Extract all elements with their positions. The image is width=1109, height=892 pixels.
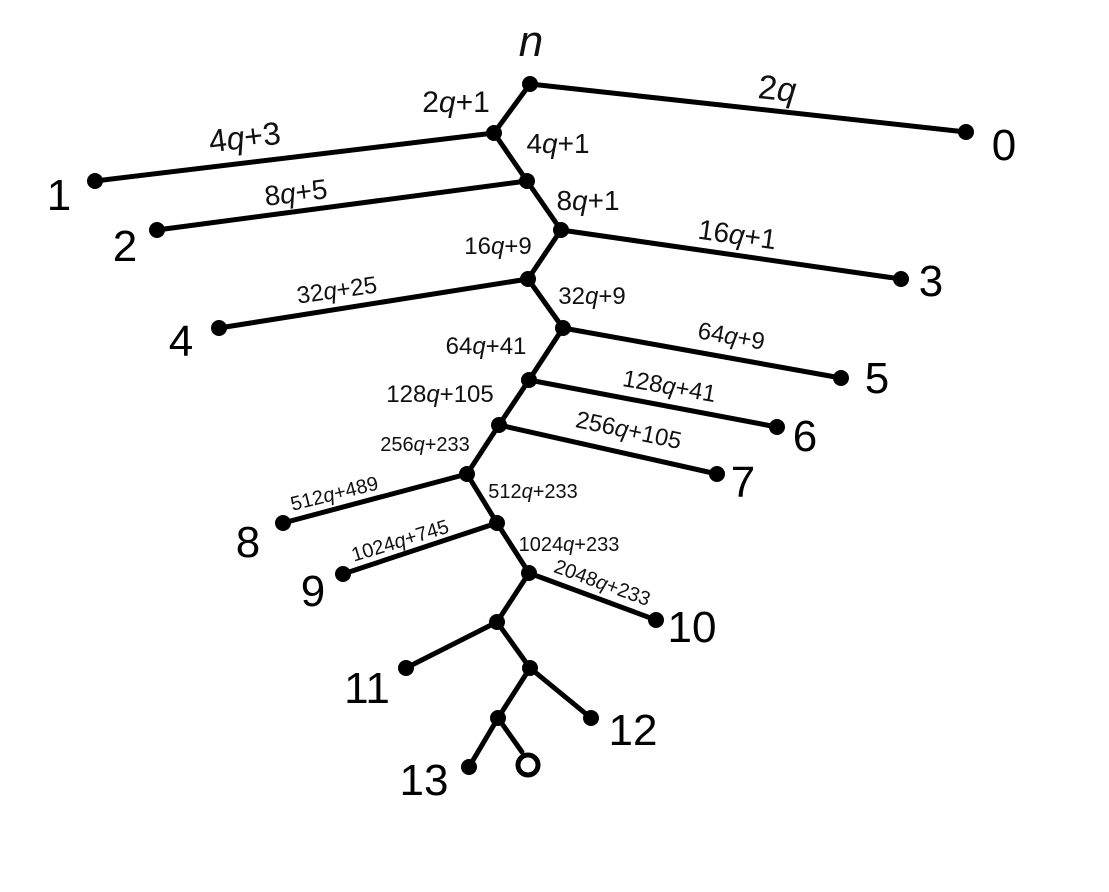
leaf-labels: 0 1 2 3 4 5 6 7 8 9 10 11 12 13 (47, 121, 1016, 805)
leaf-label-3: 3 (919, 257, 943, 306)
edge-root-0 (527, 81, 969, 135)
edge-e-5 (560, 325, 844, 381)
node-root (522, 76, 538, 92)
node-b (519, 173, 535, 189)
leaf-node-12 (583, 710, 599, 726)
open-node (515, 752, 541, 778)
edge-l-m (495, 665, 533, 721)
edge-label-4q+3: 4q+3 (207, 115, 283, 160)
leaf-label-4: 4 (169, 317, 193, 366)
leaf-label-5: 5 (865, 354, 889, 403)
leaf-label-1: 1 (47, 171, 71, 220)
edge-label-1024q+745: 1024q+745 (349, 516, 452, 566)
leaf-label-8: 8 (236, 518, 260, 567)
edge-h-i (464, 471, 500, 526)
edge-d-e (525, 276, 566, 331)
edge-j-k (494, 570, 532, 625)
node-h (459, 466, 475, 482)
leaf-label-13: 13 (400, 756, 449, 805)
node-k (489, 614, 505, 630)
edge-label-8q+5: 8q+5 (263, 173, 329, 211)
node-a (486, 125, 502, 141)
node-g (491, 417, 507, 433)
edge-label-2q+1: 2q+1 (422, 86, 490, 119)
edge-b-c (524, 178, 564, 233)
edge-label-16q+1: 16q+1 (696, 214, 778, 256)
edge-label-2q: 2q (756, 68, 798, 110)
edge-m-13 (466, 715, 501, 770)
edge-label-16q+9: 16q+9 (464, 233, 531, 260)
edge-label-32q+25: 32q+25 (295, 272, 379, 310)
leaf-label-2: 2 (113, 222, 137, 271)
leaf-node-1 (87, 173, 103, 189)
leaf-node-4 (211, 320, 227, 336)
edge-labels: 2q 2q+1 4q+3 4q+1 8q+5 8q+1 16q+1 16q+9 … (207, 68, 798, 611)
edge-c-3 (558, 227, 904, 282)
leaf-label-6: 6 (793, 412, 817, 461)
leaf-node-8 (275, 515, 291, 531)
edge-label-512q+233: 512q+233 (488, 481, 578, 503)
edge-label-256q+233: 256q+233 (380, 434, 470, 456)
edge-g-h (464, 422, 502, 477)
edge-i-9 (340, 520, 500, 577)
edge-label-1024q+233: 1024q+233 (519, 534, 620, 556)
leaf-label-12: 12 (609, 706, 658, 755)
edge-f-g (496, 377, 532, 428)
node-i (489, 515, 505, 531)
leaf-node-5 (833, 370, 849, 386)
node-f (521, 372, 537, 388)
edge-label-32q+9: 32q+9 (558, 283, 625, 310)
edge-label-64q+9: 64q+9 (696, 317, 767, 355)
leaf-node-3 (893, 271, 909, 287)
edge-e-f (526, 325, 566, 383)
edge-root-a (491, 81, 533, 136)
node-e (555, 320, 571, 336)
leaf-label-9: 9 (301, 567, 325, 616)
leaf-label-7: 7 (731, 458, 755, 507)
tree-nodes (87, 76, 974, 778)
edge-b-2 (154, 178, 530, 233)
leaf-node-9 (335, 566, 351, 582)
node-j (521, 565, 537, 581)
edge-label-64q+41: 64q+41 (446, 333, 527, 360)
leaf-label-11: 11 (344, 664, 390, 713)
edge-i-j (494, 520, 532, 576)
node-d (520, 271, 536, 287)
node-m (490, 710, 506, 726)
node-c (553, 222, 569, 238)
edge-a-1 (92, 130, 497, 184)
edge-j-10 (526, 570, 659, 623)
edge-f-6 (526, 377, 780, 430)
edge-k-11 (403, 619, 500, 671)
leaf-node-11 (398, 660, 414, 676)
edge-label-8q+1: 8q+1 (556, 185, 619, 216)
leaf-node-0 (958, 124, 974, 140)
edge-k-l (494, 619, 533, 671)
edge-a-b (491, 130, 530, 184)
edge-c-d (525, 227, 564, 282)
edge-d-4 (216, 276, 531, 331)
leaf-node-7 (709, 466, 725, 482)
leaf-node-13 (461, 759, 477, 775)
leaf-node-6 (769, 419, 785, 435)
leaf-node-2 (149, 222, 165, 238)
edge-l-12 (527, 665, 594, 721)
tree-edges (92, 81, 969, 770)
root-label: n (519, 17, 543, 66)
node-l (522, 660, 538, 676)
leaf-label-10: 10 (668, 603, 717, 652)
edge-g-7 (496, 422, 720, 477)
leaf-label-0: 0 (992, 121, 1016, 170)
leaf-node-10 (648, 612, 664, 628)
edge-label-4q+1: 4q+1 (526, 128, 589, 159)
edge-label-128q+105: 128q+105 (386, 381, 493, 408)
edge-h-8 (280, 471, 470, 526)
